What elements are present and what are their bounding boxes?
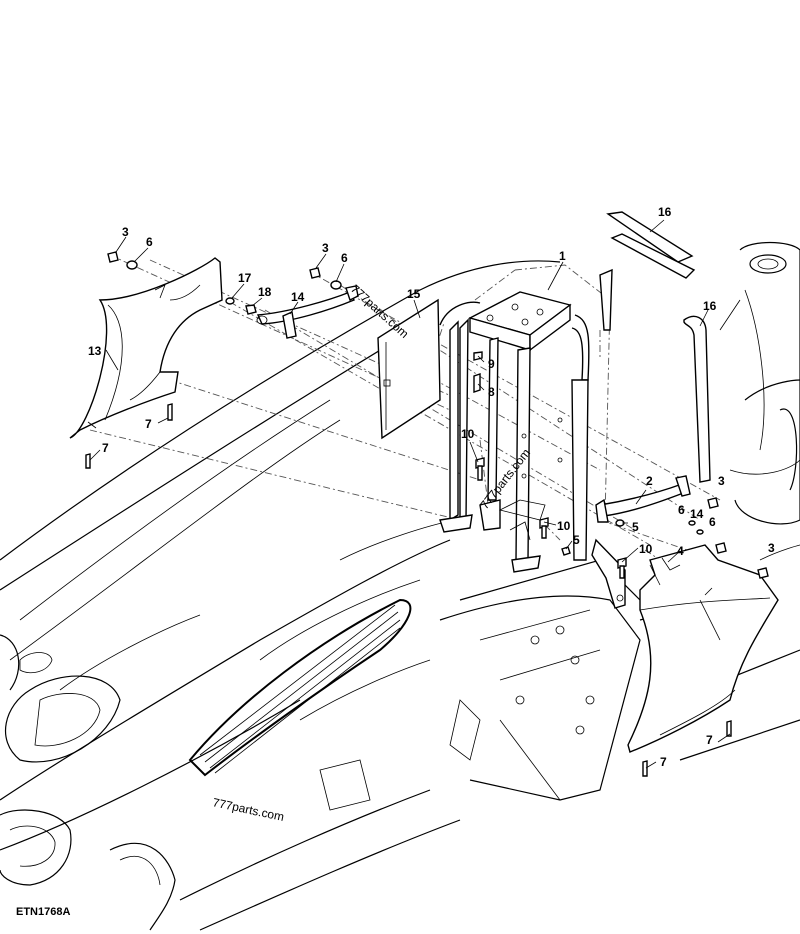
callout-3-top: 3 — [322, 241, 329, 255]
callout-7-left-upper: 7 — [145, 417, 152, 431]
callout-10-mid: 10 — [557, 519, 571, 533]
callout-12: 14 — [291, 290, 305, 304]
callout-2: 2 — [646, 474, 653, 488]
callout-7-right-upper: 7 — [706, 733, 713, 747]
part-2-handle — [595, 475, 691, 523]
callout-9: 9 — [488, 357, 495, 371]
callout-8: 8 — [488, 385, 495, 399]
callout-6-topleft: 6 — [146, 235, 153, 249]
callout-1: 1 — [559, 249, 566, 263]
callout-5-right: 5 — [632, 520, 639, 534]
callout-10-left: 10 — [461, 427, 475, 441]
callout-6-top: 6 — [341, 251, 348, 265]
part-16-strip — [599, 268, 711, 483]
watermark-bottom: 777parts.com — [211, 795, 285, 824]
callout-18: 18 — [258, 285, 272, 299]
callout-6-far-right: 6 — [709, 515, 716, 529]
callout-7-right-lower: 7 — [660, 755, 667, 769]
callout-3-right-lower: 3 — [768, 541, 775, 555]
part-15-strip — [606, 211, 696, 279]
figure-id-label: ETN1768A — [16, 906, 71, 918]
callout-3-right-upper: 3 — [718, 474, 725, 488]
callout-5-mid: 5 — [573, 533, 580, 547]
callout-14-label: 14 — [690, 507, 704, 521]
machine-axle-right — [719, 241, 800, 525]
callout-4: 4 — [677, 544, 684, 558]
machine-hood-outline — [0, 260, 561, 931]
callout-15: 16 — [658, 205, 672, 219]
leader-lines — [89, 219, 731, 769]
part-1-support-frame — [439, 291, 626, 609]
callout-13: 15 — [407, 287, 421, 301]
part-4-side-shield-right — [627, 544, 779, 753]
callout-17: 17 — [238, 271, 252, 285]
callout-16-label: 16 — [703, 299, 717, 313]
watermark-top: 777parts.com — [348, 282, 411, 341]
callout-labels: 3 6 17 18 14 3 6 15 1 16 16 16 13 7 7 9 … — [88, 205, 775, 769]
part-13-plate — [377, 298, 441, 440]
part-12-bracket — [256, 285, 359, 339]
callout-3-topleft: 3 — [122, 225, 129, 239]
callout-10-right: 10 — [639, 542, 653, 556]
callout-7-left-lower: 7 — [102, 441, 109, 455]
callout-6-right: 6 — [678, 503, 685, 517]
callout-11: 13 — [88, 344, 102, 358]
part-11-side-shield-left — [69, 257, 223, 439]
watermarks: 777parts.com 777parts.com 777parts.com — [211, 282, 533, 824]
fasteners — [85, 251, 769, 777]
machine-grille-vents — [188, 519, 456, 777]
